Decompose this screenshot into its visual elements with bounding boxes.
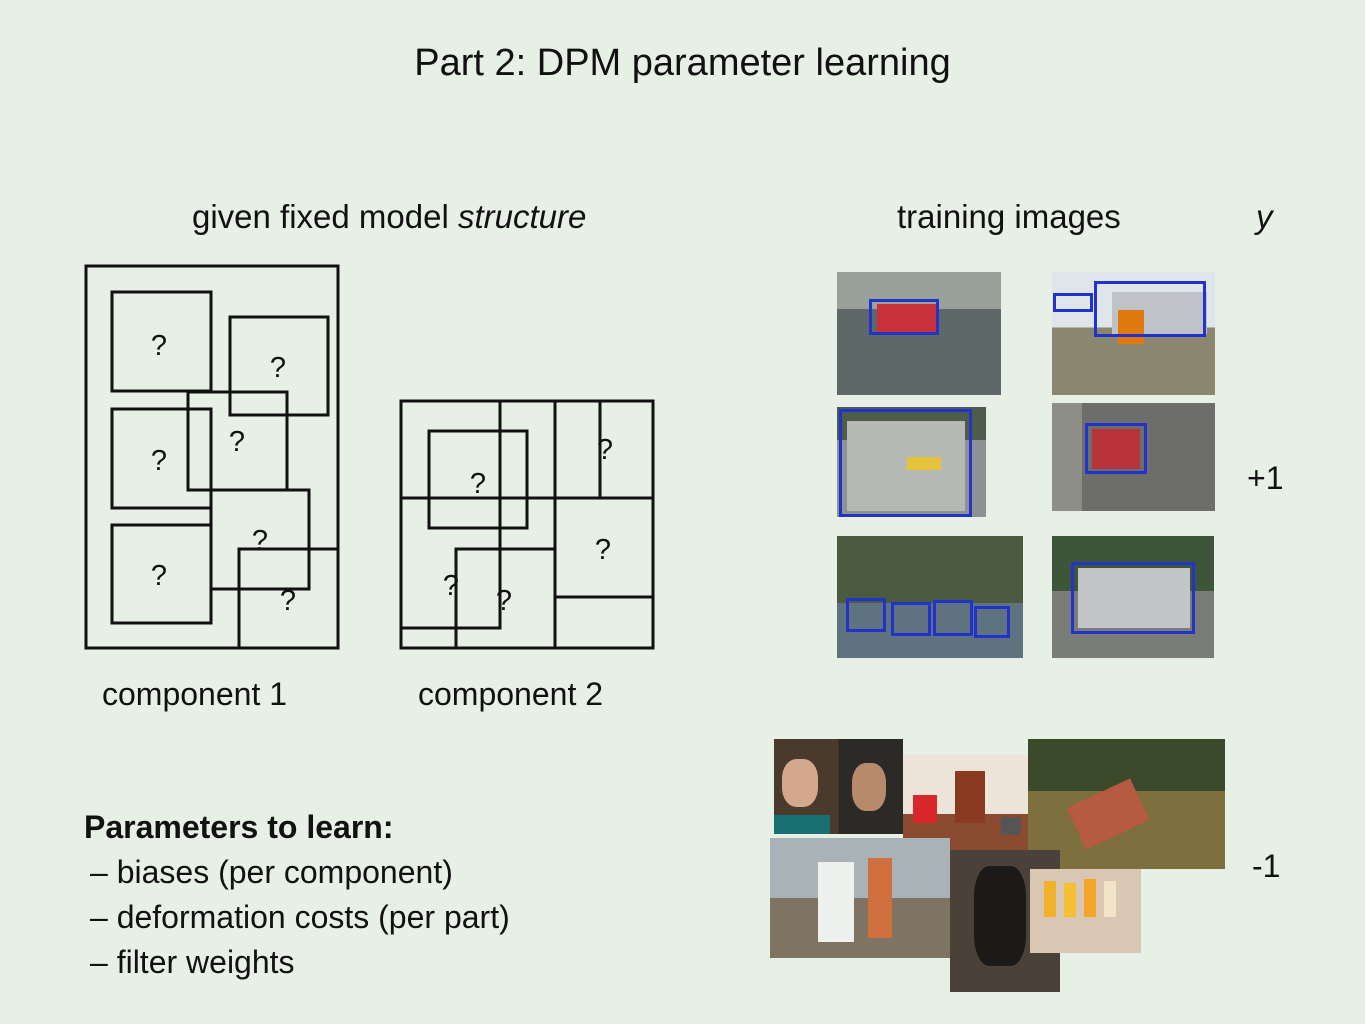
face-shape bbox=[852, 763, 886, 811]
face-shape bbox=[782, 759, 818, 807]
bottle-shape bbox=[1104, 881, 1116, 917]
part-question-mark: ? bbox=[595, 534, 611, 566]
bounding-box bbox=[974, 606, 1010, 638]
bottle-shape bbox=[1084, 879, 1096, 917]
shirt-shape bbox=[774, 815, 830, 834]
part-question-mark: ? bbox=[597, 434, 613, 466]
bounding-box bbox=[1094, 281, 1206, 337]
bounding-box bbox=[1071, 562, 1195, 634]
car-shape bbox=[1092, 429, 1140, 469]
negative-training-image bbox=[1030, 869, 1141, 953]
part-question-mark: ? bbox=[470, 468, 486, 500]
bottle-shape bbox=[1064, 883, 1076, 917]
bounding-box bbox=[869, 299, 939, 335]
car-shape bbox=[847, 421, 965, 511]
parameter-item: – deformation costs (per part) bbox=[90, 899, 510, 935]
structure-heading-prefix: given fixed model bbox=[192, 198, 458, 235]
bounding-box bbox=[891, 602, 931, 636]
bounding-box bbox=[1085, 423, 1147, 474]
part-question-mark: ? bbox=[496, 585, 512, 617]
part-question-mark: ? bbox=[280, 585, 296, 617]
negative-training-image bbox=[1028, 739, 1225, 869]
part-question-mark: ? bbox=[443, 570, 459, 602]
positive-label: +1 bbox=[1247, 460, 1284, 496]
part-box bbox=[553, 496, 655, 599]
parameters-heading: Parameters to learn: bbox=[84, 809, 394, 845]
part-question-mark: ? bbox=[151, 445, 167, 477]
part-question-mark: ? bbox=[151, 330, 167, 362]
positive-training-image bbox=[1052, 272, 1215, 395]
part-question-mark: ? bbox=[151, 560, 167, 592]
component-1-label: component 1 bbox=[102, 676, 288, 712]
positive-training-image bbox=[837, 536, 1023, 658]
part-box bbox=[110, 523, 213, 625]
horse-head-shape bbox=[974, 866, 1026, 966]
component-2-diagram: ? ? ? ? ? bbox=[399, 399, 655, 650]
part-box bbox=[237, 547, 340, 650]
person-shape bbox=[1118, 310, 1144, 344]
y-label: y bbox=[1256, 198, 1273, 235]
horse-shape bbox=[818, 862, 854, 942]
parameters-list: Parameters to learn: – biases (per compo… bbox=[84, 805, 510, 985]
bounding-box bbox=[839, 409, 972, 517]
structure-heading-emph: structure bbox=[457, 198, 587, 235]
overturned-chair-shape bbox=[1066, 778, 1150, 850]
negative-training-image bbox=[774, 739, 903, 834]
parameter-item: – filter weights bbox=[90, 944, 295, 980]
part-question-mark: ? bbox=[252, 525, 268, 557]
training-images-heading: training images bbox=[897, 198, 1121, 235]
part-box bbox=[399, 496, 502, 630]
part-box bbox=[427, 429, 529, 530]
cabinet-shape bbox=[955, 771, 985, 823]
part-box bbox=[110, 290, 213, 393]
bounding-box bbox=[1053, 293, 1093, 312]
parameter-item: – biases (per component) bbox=[90, 854, 453, 890]
part-box bbox=[498, 399, 602, 500]
part-question-mark: ? bbox=[270, 352, 286, 384]
sidewalk-shape bbox=[1052, 403, 1082, 511]
component-1-diagram: ? ? ? ? ? ? ? bbox=[84, 264, 340, 650]
bounding-box bbox=[933, 600, 973, 636]
bounding-box bbox=[846, 598, 886, 632]
part-box bbox=[228, 315, 330, 417]
stove-shape bbox=[1001, 817, 1021, 835]
positive-training-image bbox=[1052, 403, 1215, 511]
car-shape bbox=[877, 304, 939, 334]
person-shape bbox=[868, 858, 892, 938]
positive-training-image bbox=[837, 407, 986, 517]
slide-title: Part 2: DPM parameter learning bbox=[414, 42, 951, 84]
structure-heading: given fixed model structure bbox=[192, 198, 586, 236]
plate-shape bbox=[907, 457, 941, 470]
negative-training-image bbox=[770, 838, 950, 958]
part-box bbox=[110, 407, 213, 510]
chair-shape bbox=[913, 795, 937, 823]
positive-training-image bbox=[1052, 536, 1214, 658]
component-2-label: component 2 bbox=[418, 676, 604, 712]
component-1-root-box bbox=[84, 264, 340, 650]
negative-label: -1 bbox=[1252, 848, 1281, 884]
negative-training-image bbox=[903, 755, 1029, 850]
part-question-mark: ? bbox=[229, 426, 245, 458]
positive-training-image bbox=[837, 272, 1001, 395]
bottle-shape bbox=[1044, 881, 1056, 917]
car-shape bbox=[1078, 568, 1190, 628]
